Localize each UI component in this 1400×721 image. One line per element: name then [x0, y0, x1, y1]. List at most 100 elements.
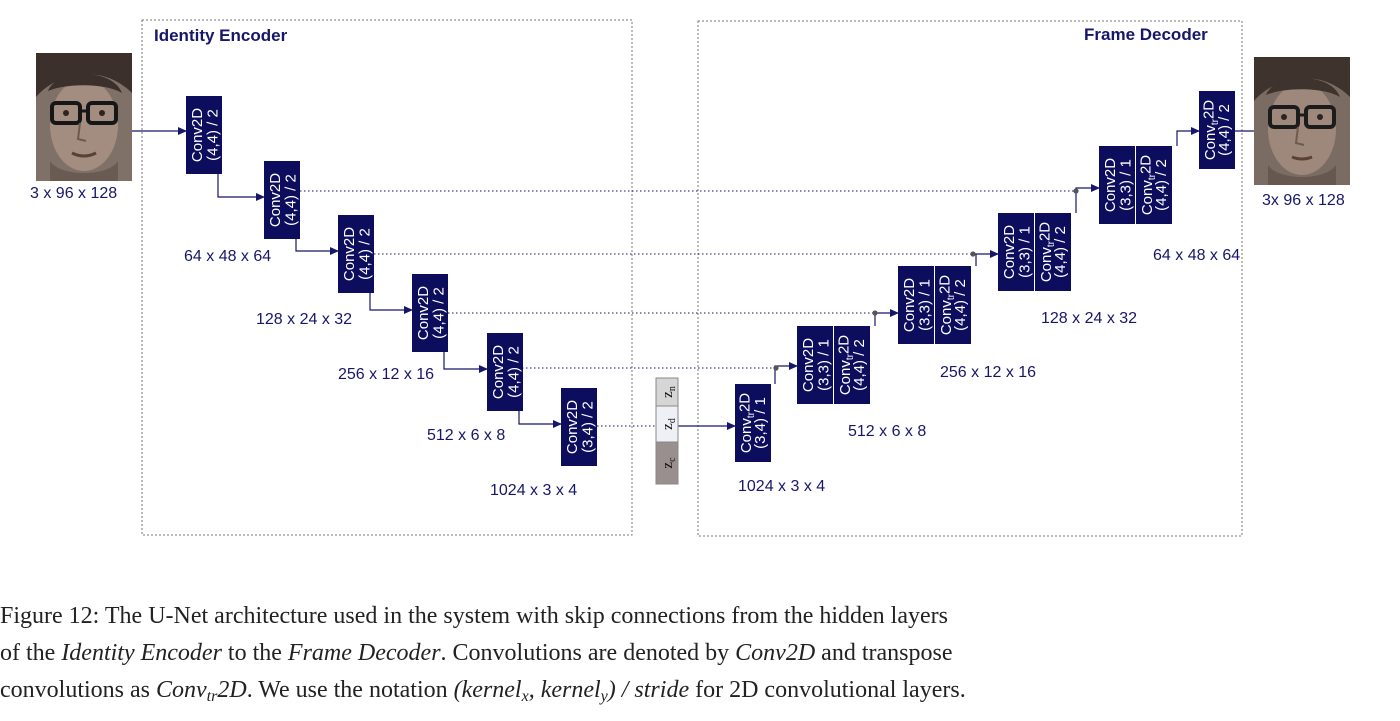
decoder-convtr-block-params: (4,4) / 2	[952, 279, 969, 331]
decoder-convtr-block-op-tail: 2D	[1200, 100, 1217, 119]
decoder-title: Frame Decoder	[1084, 25, 1208, 44]
latent-zn: zn	[655, 377, 679, 407]
decoder-convtr-block-op: Convtr2D	[1137, 155, 1158, 215]
encoder-connector	[217, 174, 265, 201]
decoder-conv-block-op: Conv2D	[901, 278, 918, 332]
output-dims-label: 3x 96 x 128	[1262, 192, 1345, 209]
encoder-conv-block-box	[561, 388, 597, 466]
decoder-connector	[1176, 127, 1200, 146]
decoder-convtr-block-op: Convtr2D	[1200, 100, 1221, 160]
decoder-convtr-block-op: Convtr2D	[1036, 222, 1057, 282]
decoder-convtr-block-box	[935, 266, 971, 344]
encoder-dims-label: 256 x 12 x 16	[338, 366, 435, 383]
encoder-dims-label: 128 x 24 x 32	[256, 311, 353, 328]
decoder-dims-label: 256 x 12 x 16	[940, 364, 1037, 381]
latent-zc-label: zc	[660, 457, 678, 469]
encoder-conv-block-params: (4,4) / 2	[357, 228, 374, 280]
decoder-conv-block-text: Conv2D(3,3) / 1	[1102, 158, 1135, 212]
encoder-dims-label: 1024 x 3 x 4	[490, 482, 578, 499]
encoder-conv-block-op: Conv2D	[267, 173, 284, 227]
encoder-connector	[518, 411, 562, 428]
skip-join-dot	[872, 310, 878, 316]
caption-line-2: of the Identity Encoder to the Frame Dec…	[0, 640, 953, 666]
encoder-conv-block-op: Conv2D	[490, 345, 507, 399]
encoder-conv-block-text: Conv2D(4,4) / 2	[341, 227, 374, 281]
decoder-convtr-block-text: Convtr2D(4,4) / 2	[1137, 155, 1170, 215]
decoder-frame	[697, 20, 1243, 537]
decoder-convtr-block-op-sub: tr	[1210, 118, 1221, 125]
decoder-connector	[874, 309, 899, 326]
decoder-convtr-block-params: (3,4) / 1	[752, 397, 769, 449]
encoder-conv-block: Conv2D(4,4) / 2	[264, 161, 300, 239]
decoder-conv-block: Conv2D(3,3) / 1	[797, 326, 833, 404]
input-face-image	[36, 53, 132, 181]
decoder-convtr-block-text: Convtr2D(4,4) / 2	[1200, 100, 1233, 160]
encoder-conv-block-op: Conv2D	[564, 400, 581, 454]
decoder-dims-label: 128 x 24 x 32	[1041, 310, 1138, 327]
decoder-connector	[975, 250, 999, 266]
decoder-convtr-block-op: Convtr2D	[835, 335, 856, 395]
latent-zd-subscript: d	[667, 418, 678, 423]
decoder-conv-block-params: (3,3) / 1	[917, 279, 934, 331]
latent-zn-subscript: n	[667, 386, 678, 391]
encoder-conv-block: Conv2D(4,4) / 2	[338, 215, 374, 293]
decoder-convtr-block-box	[1136, 146, 1172, 224]
latent-zd-symbol: z	[660, 423, 676, 430]
encoder-frame	[141, 19, 633, 536]
decoder-convtr-block-text: Convtr2D(4,4) / 2	[1036, 222, 1069, 282]
decoder-conv-block-text: Conv2D(3,3) / 1	[800, 338, 833, 392]
decoder-convtr-block-text: Convtr2D(3,4) / 1	[736, 393, 769, 453]
encoder-conv-block: Conv2D(4,4) / 2	[186, 96, 222, 174]
encoder-conv-block-text: Conv2D(4,4) / 2	[189, 108, 222, 162]
skip-join-dot	[970, 251, 976, 257]
encoder-dims-label: 512 x 6 x 8	[427, 427, 506, 444]
decoder-conv-block-params: (3,3) / 1	[1118, 159, 1135, 211]
encoder-conv-block-box	[264, 161, 300, 239]
skip-join-dot	[1073, 188, 1079, 194]
skip-join-dot	[773, 365, 779, 371]
decoder-convtr-block-op-sub: tr	[1046, 240, 1057, 247]
decoder-convtr-block-op-sub: tr	[946, 293, 957, 300]
encoder-conv-block-op: Conv2D	[415, 286, 432, 340]
encoder-conv-block-box	[338, 215, 374, 293]
latent-zc-symbol: z	[660, 462, 676, 469]
decoder-convtr-block-op-sub: tr	[845, 353, 856, 360]
decoder-convtr-block-params: (4,4) / 2	[1216, 104, 1233, 156]
encoder-conv-block-text: Conv2D(4,4) / 2	[267, 173, 300, 227]
decoder-convtr-block: Convtr2D(4,4) / 2	[1136, 146, 1172, 224]
latent-zn-label: zn	[660, 386, 678, 398]
caption-line-3: convolutions as Convtr2D. We use the not…	[0, 677, 966, 705]
encoder-conv-block-params: (4,4) / 2	[506, 346, 523, 398]
latent-zd: zd	[655, 405, 679, 443]
decoder-convtr-block-op-sub: tr	[1147, 173, 1158, 180]
encoder-connector	[443, 352, 488, 373]
latent-zd-label: zd	[660, 418, 678, 430]
decoder-conv-block: Conv2D(3,3) / 1	[898, 266, 934, 344]
decoder-convtr-block-box	[834, 326, 870, 404]
decoder-conv-block-box	[898, 266, 934, 344]
decoder-convtr-block-text: Convtr2D(4,4) / 2	[936, 275, 969, 335]
decoder-dims-label: 64 x 48 x 64	[1153, 247, 1241, 264]
latent-zc: zc	[655, 441, 679, 485]
decoder-conv-block-box	[797, 326, 833, 404]
decoder-convtr-block-box	[1199, 91, 1235, 169]
decoder-conv-block: Conv2D(3,3) / 1	[998, 213, 1034, 291]
encoder-conv-block-params: (3,4) / 2	[580, 401, 597, 453]
decoder-convtr-block-box	[735, 384, 771, 462]
decoder-conv-block-params: (3,3) / 1	[816, 339, 833, 391]
decoder-conv-block-text: Conv2D(3,3) / 1	[1001, 225, 1034, 279]
output-face-image	[1254, 57, 1350, 185]
encoder-conv-block: Conv2D(3,4) / 2	[561, 388, 597, 466]
decoder-convtr-block-op-tail: 2D	[736, 393, 753, 412]
encoder-conv-block-box	[186, 96, 222, 174]
decoder-conv-block-params: (3,3) / 1	[1017, 226, 1034, 278]
decoder-conv-block: Conv2D(3,3) / 1	[1099, 146, 1135, 224]
decoder-convtr-block-op-tail: 2D	[1137, 155, 1154, 174]
decoder-convtr-block-op-sub: tr	[746, 411, 757, 418]
encoder-conv-block-params: (4,4) / 2	[431, 287, 448, 339]
decoder-convtr-block-text: Convtr2D(4,4) / 2	[835, 335, 868, 395]
latent-zc-box	[655, 441, 679, 485]
decoder-convtr-block: Convtr2D(4,4) / 2	[935, 266, 971, 344]
